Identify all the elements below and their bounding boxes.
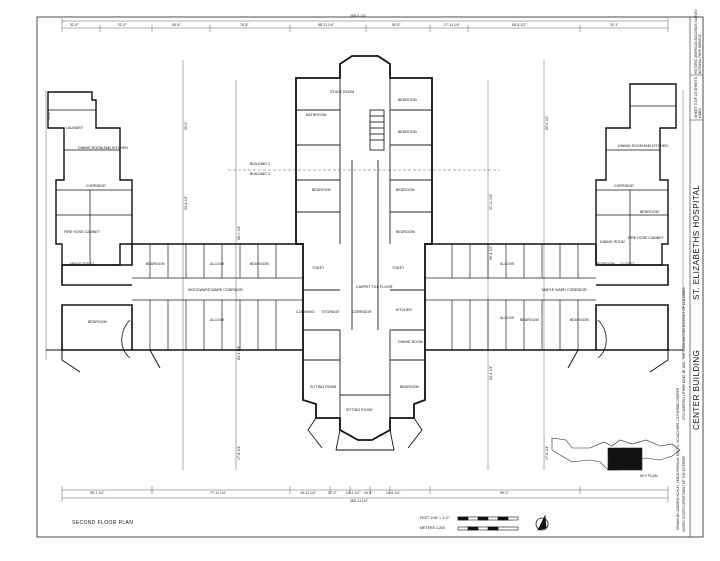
room-label: LAUNDRY (66, 126, 84, 130)
bottom-dimension-segment: 16'-11 1/4" (300, 491, 316, 495)
bottom-dimension-segment: 95'-2" (500, 491, 509, 495)
room-label: BEDROOM (146, 262, 165, 266)
room-label: WOODWARD WARD CORRIDOR (188, 288, 243, 292)
bottom-dimension-segment: 14'-6 1/4" (386, 491, 401, 495)
room-label: ALCOVE (500, 316, 515, 320)
room-label: DINING ROOM AND KITCHEN (78, 146, 128, 150)
top-dimension-segment: 65'-6 1/2" (512, 23, 527, 27)
vertical-dimension: 65'-5 1/2" (545, 115, 549, 130)
top-dimension-segment: 32'-6" (70, 23, 79, 27)
vertical-dimension: 84'-4 1/4" (489, 365, 493, 380)
vertical-dimension: 37'-11 1/4" (489, 194, 493, 210)
room-label: STORAGE (322, 310, 340, 314)
drawing-title: SECOND FLOOR PLAN (72, 520, 134, 526)
bottom-dimension-segment: 16'-4" (364, 491, 373, 495)
overall-bottom-dimension: 380'-11 1/4" (350, 499, 368, 503)
room-label: CLOSET (620, 262, 635, 266)
building-name: CENTER BUILDING (692, 349, 701, 430)
top-dimensions (61, 18, 669, 32)
room-label: BEDROOM (398, 98, 417, 102)
room-label: MAPLE WARD CORRIDOR (542, 288, 587, 292)
east-pavilion (567, 83, 683, 373)
room-label: TOILET (392, 266, 405, 270)
room-label: CARPET TILE FLOOR (356, 285, 393, 289)
top-dimension-segment: 32'-1" (610, 23, 619, 27)
sheet-border (36, 16, 704, 538)
room-label: ALCOVE (210, 318, 225, 322)
room-label: KITCHEN (396, 308, 412, 312)
room-label: DINING ROOM (600, 240, 625, 244)
room-label: BEDROOM (398, 130, 417, 134)
room-label: DINING ROOM (398, 340, 423, 344)
room-label: FIRE HOSE CABINET (628, 236, 664, 240)
room-label: BEDROOM (596, 262, 615, 266)
top-dimension-segment: 68'-11 1/4" (318, 23, 334, 27)
key-plan-label: KEY PLAN (640, 474, 658, 478)
scale-feet-label: FEET 1/16" = 1'-0" (420, 516, 450, 520)
survey-number: HABS (698, 108, 702, 118)
room-label: FIRE HOSE CABINET (64, 230, 100, 234)
center-block-inner (296, 78, 432, 418)
vertical-dimension: 84'-4 1/4" (237, 345, 241, 360)
vertical-dimension: 35'-6" (184, 121, 188, 130)
project-title: ST. ELIZABETHS HOSPITAL (692, 184, 701, 300)
bottom-dimensions (61, 486, 669, 502)
bottom-dimension-segment: 77'-11 1/4" (210, 491, 226, 495)
bottom-dimension-segment: 95'-2 1/4" (90, 491, 105, 495)
room-label: ALCOVE (500, 262, 515, 266)
room-label: BEDROOM (570, 318, 589, 322)
service-line: NATIONAL PARK SERVICE (698, 34, 702, 74)
room-label: CORRIDOR (352, 310, 372, 314)
room-label: BEDROOM (396, 230, 415, 234)
room-label: BEDROOM (312, 188, 331, 192)
building-1-label: BUILDING 1 (250, 162, 270, 166)
room-label: TOILET (312, 266, 325, 270)
graphic-scale (457, 516, 519, 531)
room-label: DINING ROOM AND KITCHEN (618, 144, 668, 148)
room-label: BEDROOM (640, 210, 659, 214)
vertical-dimension: 15'-6" (47, 111, 51, 120)
room-label: CLEANING (296, 310, 315, 314)
north-arrow (535, 514, 549, 531)
top-dimension-segment: 50'-0" (392, 23, 401, 27)
west-pavilion (46, 91, 161, 373)
drawn-by-line: DRAWN BY: ANDREW SCHUH, KENDA POSSUM, MA… (676, 387, 680, 530)
room-label: BEDROOM (520, 318, 539, 322)
bottom-dimension-segment: 14'-4 1/2" (346, 491, 361, 495)
room-label: CORRIDOR (614, 184, 634, 188)
room-label: MEN'S TOILET (70, 262, 95, 266)
top-dimension-segment: 22'-0" (118, 23, 127, 27)
room-label: BEDROOM (400, 385, 419, 389)
top-dimension-segment: 17'-11 1/4" (444, 23, 460, 27)
agency-line: UNITED STATES DEPARTMENT OF THE INTERIOR (682, 456, 686, 532)
south-entrance (307, 417, 423, 451)
room-label: BEDROOM (88, 320, 107, 324)
wing-corridors (62, 277, 668, 306)
key-plan (551, 437, 681, 471)
room-label: BEDROOM (396, 188, 415, 192)
overall-top-dimension: 388'-0 1/4" (350, 14, 367, 18)
wing-room-dividers (149, 244, 579, 350)
room-label: ALCOVE (210, 262, 225, 266)
room-label: STUDY ROOM (330, 90, 355, 94)
room-label: SITTING ROOM (346, 408, 373, 412)
room-label: CORRIDOR (86, 184, 106, 188)
room-label: BEDROOM (250, 262, 269, 266)
building-2-label: BUILDING 2 (250, 172, 270, 176)
vertical-dimension: 34'-4 1/4" (184, 195, 188, 210)
top-dimension-segment: 76'-8" (240, 23, 249, 27)
room-label: BATHROOM (306, 113, 327, 117)
vertical-dimension: 68'-0 1/4" (237, 225, 241, 240)
location-line: 2700 MARTIN LUTHER KING JR. AVE., S.E. W… (682, 287, 686, 420)
room-label: SITTING ROOM (310, 385, 337, 389)
vertical-dimension: 68'-4 1/2" (489, 245, 493, 260)
vertical-dimension: 17'-8 1/4" (545, 445, 549, 460)
east-west-wings (61, 243, 669, 351)
bottom-dimension-segment: 17'-0" (328, 491, 337, 495)
vertical-dimension: 17'-8 1/4" (237, 445, 241, 460)
top-dimension-segment: 55'-6" (172, 23, 181, 27)
scale-meters-label: METERS 1:200 (420, 526, 445, 530)
